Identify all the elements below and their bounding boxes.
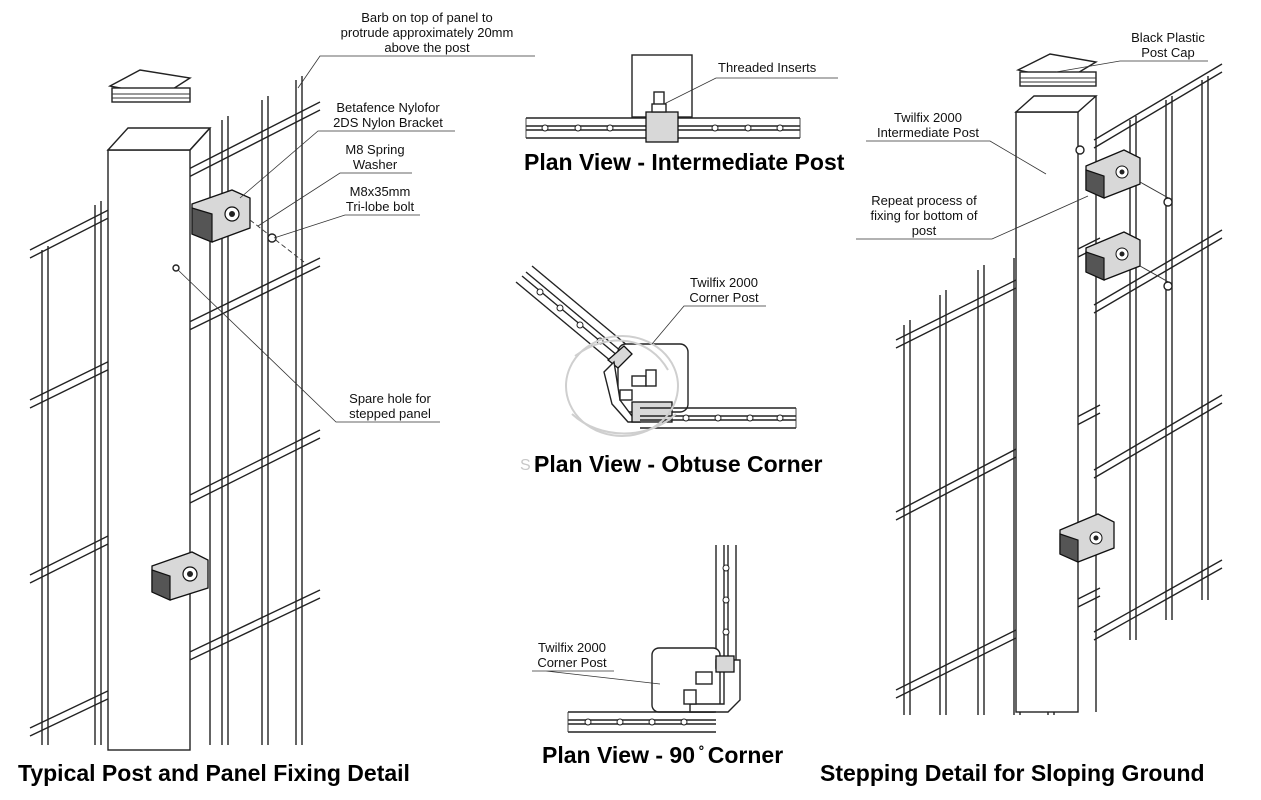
- title-plan-obtuse: Plan View - Obtuse Corner: [534, 451, 822, 477]
- title-typical-fixing: Typical Post and Panel Fixing Detail: [18, 760, 410, 786]
- left-lower-bracket: [151, 551, 209, 601]
- left-fence-panel: [29, 69, 321, 751]
- plan-90-drawing: [567, 545, 741, 733]
- title-plan-90: Plan View - 90 ̊ Corner: [542, 742, 783, 768]
- svg-text:Threaded Inserts: Threaded Inserts: [718, 60, 817, 75]
- right-lower-bracket: [1059, 513, 1115, 563]
- right-fence-panel: [895, 53, 1223, 715]
- right-post-cap: [1015, 53, 1098, 87]
- left-upper-bracket: [191, 189, 305, 263]
- left-post-cap: [107, 69, 192, 103]
- plan-intermediate-drawing: [525, 54, 801, 143]
- right-middle-bracket: [1085, 231, 1173, 291]
- plan-obtuse-drawing: SF: [515, 265, 797, 474]
- right-upper-bracket: [1075, 145, 1173, 207]
- watermark-logo: SF: [520, 335, 679, 474]
- title-plan-intermediate: Plan View - Intermediate Post: [524, 149, 845, 175]
- svg-text:SF: SF: [520, 457, 546, 474]
- callout-threaded-inserts: Threaded Inserts: [663, 60, 838, 105]
- title-stepping-detail: Stepping Detail for Sloping Ground: [820, 760, 1205, 786]
